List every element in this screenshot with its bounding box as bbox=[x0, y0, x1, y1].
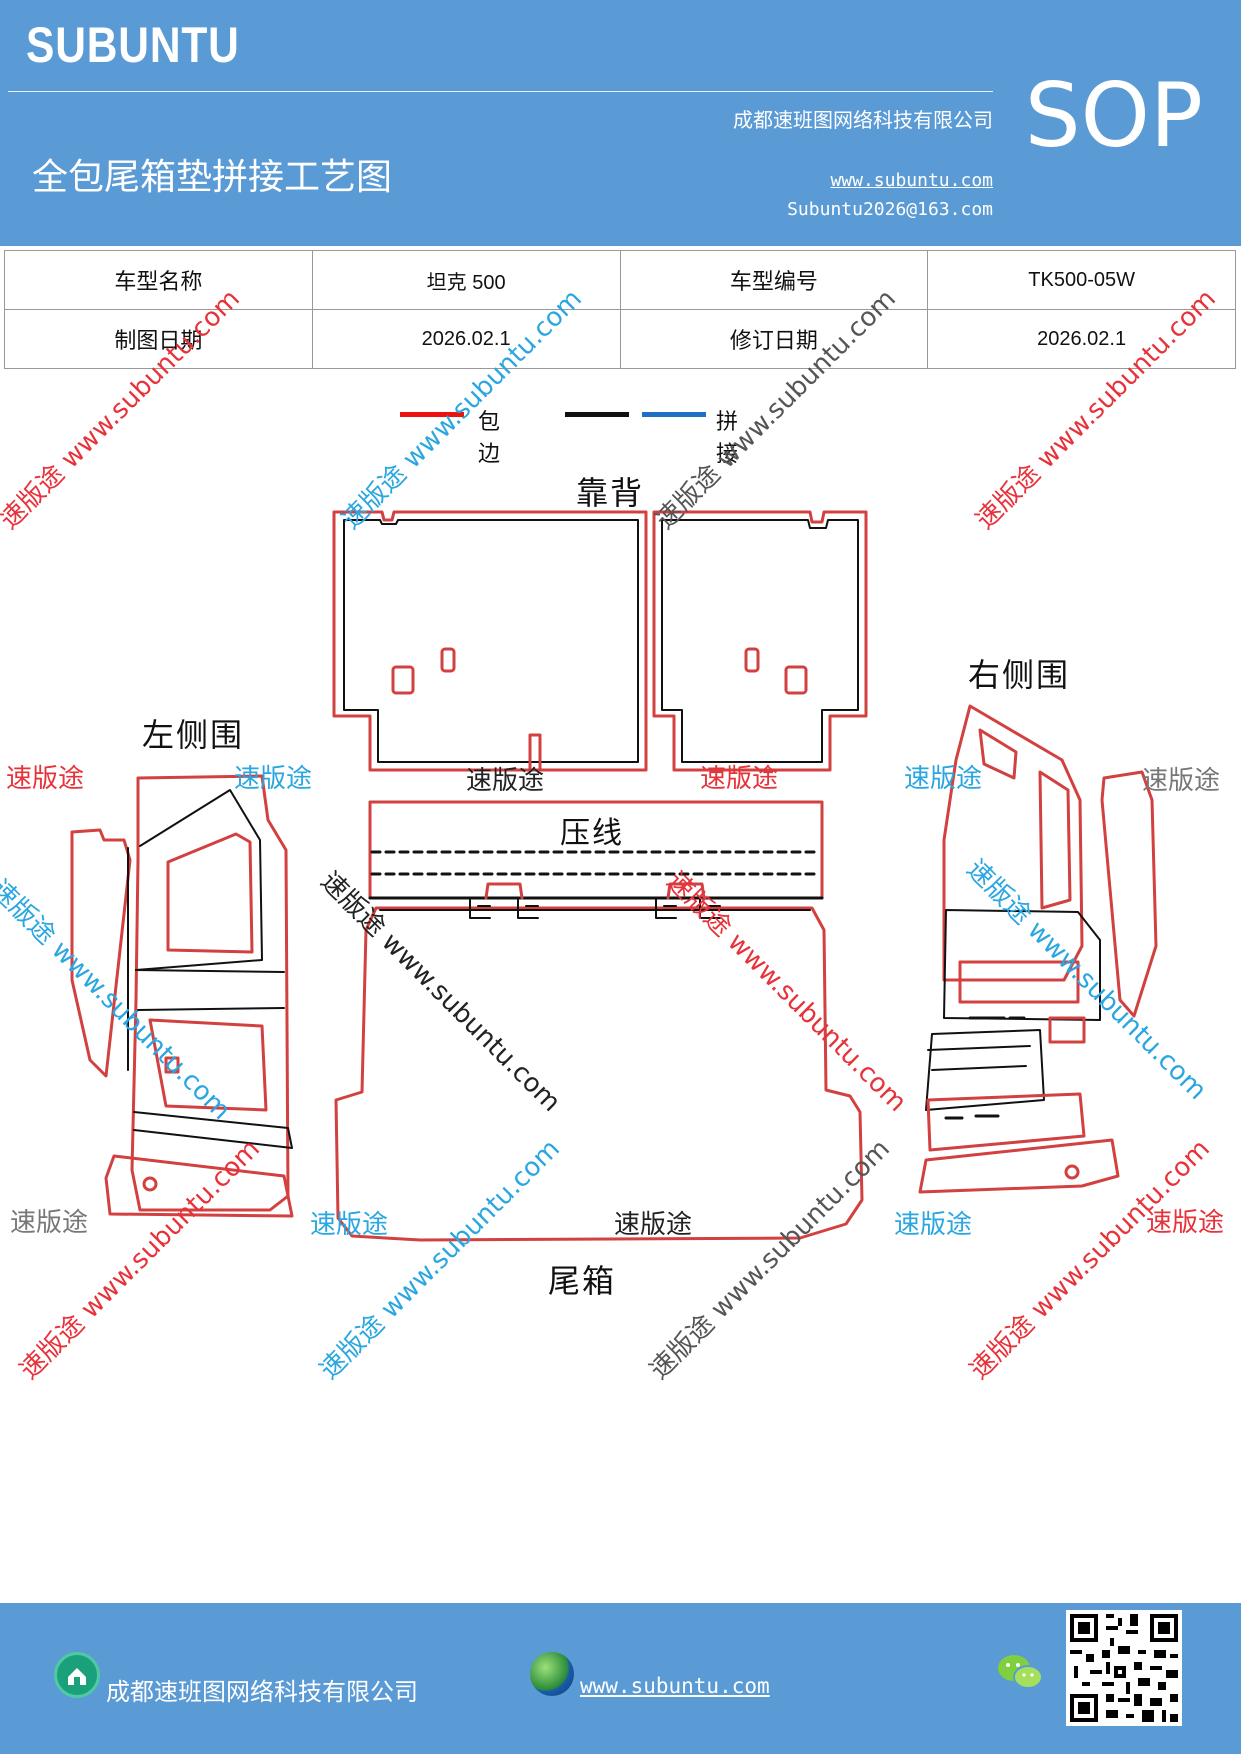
footer-company-name: 成都速班图网络科技有限公司 bbox=[106, 1678, 418, 1706]
watermark-brand: 速版途 bbox=[234, 764, 313, 794]
backrest-hole bbox=[744, 647, 760, 673]
watermark-brand: 速版途 bbox=[310, 1210, 389, 1240]
globe-icon bbox=[530, 1652, 574, 1696]
footer-website-link[interactable]: www.subuntu.com bbox=[580, 1674, 770, 1698]
watermark-brand: 速版途 bbox=[700, 764, 779, 794]
backrest-hole bbox=[440, 647, 456, 673]
legend-label-hem: 包边 bbox=[478, 410, 501, 467]
model-name-value: 坦克 500 bbox=[311, 250, 621, 310]
backrest-hole bbox=[391, 665, 415, 695]
watermark-brand: 速版途 bbox=[1146, 1208, 1225, 1238]
document-title: 全包尾箱垫拼接工艺图 bbox=[32, 157, 393, 198]
draw-date-label: 制图日期 bbox=[4, 309, 313, 369]
press-line-tab bbox=[666, 882, 706, 900]
brand-logo: SUBUNTU bbox=[26, 17, 240, 73]
backrest-hole bbox=[784, 665, 808, 695]
sop-badge: SOP bbox=[1024, 64, 1203, 167]
legend-swatch-black bbox=[565, 412, 629, 417]
backrest-slot bbox=[528, 733, 542, 772]
watermark-brand: 速版途 bbox=[6, 764, 85, 794]
label-backrest: 靠背 bbox=[576, 474, 645, 512]
model-code-label: 车型编号 bbox=[619, 250, 929, 310]
trunk-floor bbox=[334, 906, 864, 1242]
watermark-brand: 速版途 bbox=[904, 764, 983, 794]
press-line-tab bbox=[484, 882, 524, 900]
revise-date-value: 2026.02.1 bbox=[927, 309, 1236, 369]
watermark-brand: 速版途 bbox=[10, 1208, 89, 1238]
watermark-brand: 速版途 bbox=[466, 766, 545, 796]
revise-date-label: 修订日期 bbox=[619, 309, 929, 369]
backrest-left-panel bbox=[332, 510, 648, 772]
left-side-panel bbox=[70, 774, 294, 1218]
watermark-brand: 速版途 bbox=[894, 1210, 973, 1240]
model-name-label: 车型名称 bbox=[4, 250, 313, 310]
info-table: 车型名称 坦克 500 车型编号 TK500-05W 制图日期 2026.02.… bbox=[4, 250, 1236, 369]
draw-date-value: 2026.02.1 bbox=[311, 309, 621, 369]
legend-swatch-red bbox=[400, 412, 464, 417]
legend-label-splice: 拼接 bbox=[716, 410, 739, 467]
email-address: Subuntu2026@163.com bbox=[787, 199, 993, 220]
backrest-left-panel bbox=[343, 519, 639, 763]
website-link[interactable]: www.subuntu.com bbox=[830, 170, 993, 191]
watermark-brand: 速版途 bbox=[1142, 766, 1221, 796]
qr-code bbox=[1066, 1610, 1182, 1726]
company-name: 成都速班图网络科技有限公司 bbox=[733, 108, 993, 132]
header-divider bbox=[8, 91, 993, 92]
label-trunk: 尾箱 bbox=[548, 1262, 617, 1300]
right-side-panel bbox=[918, 704, 1158, 1194]
model-code-value: TK500-05W bbox=[927, 250, 1236, 310]
header-banner: SUBUNTU 成都速班图网络科技有限公司 全包尾箱垫拼接工艺图 www.sub… bbox=[0, 0, 1241, 246]
label-right-side: 右侧围 bbox=[968, 656, 1071, 694]
home-icon bbox=[54, 1652, 100, 1698]
backrest-right-panel bbox=[661, 519, 859, 763]
trunk-notch-marks bbox=[469, 899, 721, 919]
watermark-brand: 速版途 bbox=[614, 1210, 693, 1240]
legend-swatch-blue bbox=[642, 412, 706, 417]
table-row: 车型名称 坦克 500 车型编号 TK500-05W bbox=[4, 250, 1236, 310]
label-press-line: 压线 bbox=[560, 816, 624, 851]
backrest-right-panel bbox=[652, 510, 868, 772]
label-left-side: 左侧围 bbox=[142, 716, 245, 754]
wechat-icon bbox=[998, 1655, 1043, 1689]
table-row: 制图日期 2026.02.1 修订日期 2026.02.1 bbox=[4, 309, 1236, 369]
